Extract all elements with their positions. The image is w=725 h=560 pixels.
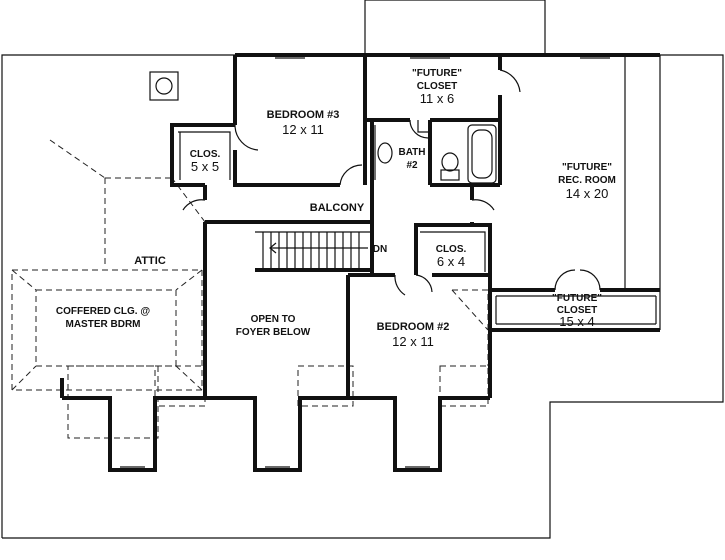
future-closet-bottom-line2: CLOSET: [557, 305, 598, 316]
coffered-line1: COFFERED CLG. @: [56, 306, 150, 317]
door-swings: [182, 69, 601, 296]
roof-outline: [1, 0, 724, 539]
future-closet-top-size: 11 x 6: [420, 91, 454, 106]
future-closet-bottom-line1: "FUTURE": [552, 293, 602, 304]
stair-treads: [255, 231, 370, 270]
bedroom3-size: 12 x 11: [282, 122, 324, 137]
room-labels: BEDROOM #3 12 x 11 "FUTURE" CLOSET 11 x …: [56, 68, 616, 349]
open-foyer-line1: OPEN TO: [251, 314, 296, 325]
coffered-line2: MASTER BDRM: [66, 319, 141, 330]
bedroom2-size: 12 x 11: [392, 334, 434, 349]
future-closet-top-line1: "FUTURE": [412, 68, 462, 79]
closet-mid-size: 6 x 4: [437, 254, 465, 269]
bath2-line2: #2: [406, 160, 418, 171]
attic-label: ATTIC: [134, 255, 166, 267]
future-closet-top-line2: CLOSET: [417, 81, 458, 92]
closet-shelves: [178, 125, 657, 325]
bath2-line1: BATH: [398, 147, 425, 158]
open-foyer-line2: FOYER BELOW: [236, 327, 311, 338]
bedroom2-label: BEDROOM #2: [377, 321, 450, 333]
vent-symbol: [149, 71, 179, 101]
closet-left-size: 5 x 5: [191, 159, 219, 174]
balcony-label: BALCONY: [310, 202, 365, 214]
stair-dn-label: DN: [373, 244, 387, 255]
future-rec-line1: "FUTURE": [562, 162, 612, 173]
future-rec-line2: REC. ROOM: [558, 175, 616, 186]
bath-fixtures: [377, 120, 497, 184]
bedroom3-label: BEDROOM #3: [267, 109, 340, 121]
closet-mid-label: CLOS.: [436, 244, 467, 255]
future-rec-size: 14 x 20: [566, 186, 609, 201]
future-closet-bottom-size: 15 x 4: [559, 314, 594, 329]
closet-left-label: CLOS.: [190, 149, 221, 160]
windows: [120, 57, 610, 468]
